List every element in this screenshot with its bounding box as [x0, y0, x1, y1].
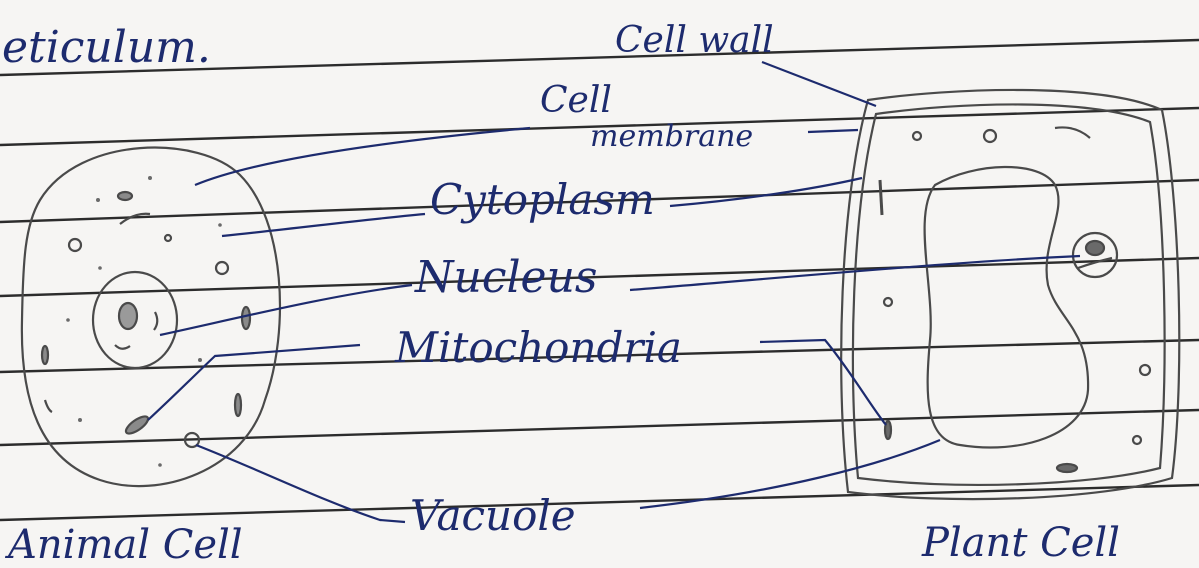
animal-mitochondrion	[123, 413, 150, 436]
label-vacuole: Vacuole	[410, 491, 576, 540]
animal-nucleolus	[119, 303, 137, 329]
caption-plant-cell: Plant Cell	[921, 520, 1120, 566]
label-cell-membrane-line2: membrane	[590, 119, 753, 154]
plant-cell-wall	[841, 90, 1179, 499]
label-cell-membrane-line1: Cell	[540, 80, 612, 121]
label-mitochondria: Mitochondria	[394, 323, 682, 372]
plant-cell-membrane	[853, 104, 1165, 484]
caption-animal-cell: Animal Cell	[4, 522, 243, 568]
plant-central-vacuole	[925, 167, 1089, 448]
plant-cell	[841, 90, 1179, 499]
label-cell-wall: Cell wall	[615, 20, 774, 61]
label-nucleus: Nucleus	[414, 252, 598, 303]
header-fragment: eticulum.	[2, 22, 211, 73]
label-cytoplasm: Cytoplasm	[430, 175, 655, 224]
